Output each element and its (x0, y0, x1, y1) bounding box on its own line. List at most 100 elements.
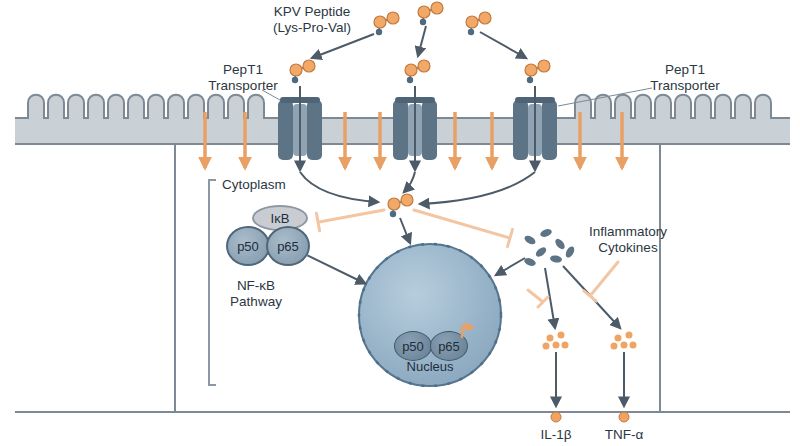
inhibition-line (584, 262, 618, 301)
flow-arrow (534, 86, 536, 170)
cytoplasm-bracket (209, 180, 216, 385)
part-label: PepT1 Transporter (645, 62, 725, 94)
nucleus-circle: Nucleus p50 p65 (358, 243, 502, 387)
peptide-icon (466, 12, 491, 35)
cytokine-dot (630, 342, 637, 349)
microvillus (655, 95, 671, 119)
cytokine-dot (619, 412, 629, 422)
microvillus (575, 95, 591, 119)
peptide-icon (525, 60, 550, 83)
flow-arrow (480, 32, 526, 58)
inhibition-line (528, 290, 548, 307)
microvillus (48, 95, 64, 119)
peptide-icon (290, 60, 315, 83)
connector-arrow (307, 255, 365, 283)
flux-arrow (203, 112, 207, 168)
flux-arrow (343, 112, 347, 168)
region-label: Cytoplasm (222, 177, 312, 193)
cytokine-blob (523, 257, 537, 268)
cytokine-dot (621, 342, 628, 349)
cytokine-blob (549, 255, 562, 264)
microvillus (108, 95, 124, 119)
inhibition-line (316, 210, 384, 231)
cytokine-dot (611, 343, 618, 350)
microvillus (128, 95, 144, 119)
pept1-transporters (278, 97, 557, 160)
flux-arrow (243, 112, 247, 168)
cytokine-cluster (523, 228, 576, 268)
node-text: IκB (271, 211, 290, 226)
flow-arrow (555, 352, 557, 406)
microvillus (735, 95, 751, 119)
inhibition-line (414, 210, 513, 247)
flux-arrow (378, 112, 382, 168)
peptide-icon (418, 2, 443, 25)
microvillus (228, 95, 244, 119)
microvillus (208, 95, 224, 119)
molecule-label: KPV Peptide (Lys-Pro-Val) (262, 4, 362, 36)
microvillus (248, 95, 264, 119)
microvillus (188, 95, 204, 119)
part-label: Inflammatory Cytokines (578, 224, 678, 256)
transcription-arrow (462, 327, 473, 338)
cytokine-dot (626, 332, 633, 339)
protein-circle: p65 (266, 226, 310, 266)
flow-arrow (414, 86, 416, 170)
cytokine-dot (543, 343, 550, 350)
flux-arrow (620, 112, 624, 168)
microvillus (148, 95, 164, 119)
cytokine-dots (543, 332, 637, 423)
flow-arrow (299, 86, 301, 170)
peptide-icon (405, 60, 430, 83)
peptide-icon (388, 194, 413, 217)
cytokine-blob (523, 234, 537, 246)
flow-arrow (300, 172, 378, 202)
protein-circle: p50 (394, 331, 432, 361)
flow-arrow (418, 26, 426, 56)
cell-border (15, 144, 790, 412)
microvillus (168, 95, 184, 119)
cytokine-dot (551, 412, 561, 422)
cytokine-dot (547, 335, 554, 342)
protein-circle: p65 (430, 331, 468, 361)
flow-arrows (300, 26, 624, 406)
microvillus (68, 95, 84, 119)
flux-arrow (578, 112, 582, 168)
cytokine-label: TNF-α (594, 427, 654, 443)
microvillus (715, 95, 731, 119)
part-label: PepT1 Transporter (203, 62, 283, 94)
cytokine-dot (562, 342, 569, 349)
flow-arrow (623, 352, 625, 406)
flow-arrow (404, 172, 415, 192)
microvillus (755, 95, 771, 119)
flux-arrow (453, 112, 457, 168)
protein-circle: p50 (226, 226, 270, 266)
node-text: p50 (237, 239, 259, 254)
cytokine-blob (539, 228, 553, 239)
flow-arrow (496, 258, 525, 275)
cytokine-blob (564, 245, 576, 259)
microvillus (635, 95, 651, 119)
microvillus (88, 95, 104, 119)
node-text: p50 (402, 339, 424, 354)
microvillus (28, 95, 44, 119)
cytokine-dot (615, 335, 622, 342)
flow-arrow (312, 34, 374, 58)
microvillus (695, 95, 711, 119)
peptide-icon (374, 12, 399, 35)
cytokine-label: IL-1β (526, 427, 586, 443)
cytokine-blob (553, 237, 566, 251)
cytokine-dot (553, 342, 560, 349)
flow-arrow (400, 218, 410, 243)
cytokine-blob (534, 245, 548, 258)
microvillus (675, 95, 691, 119)
pathway-label: NF-κB Pathway (220, 278, 292, 310)
leader-line (262, 88, 652, 106)
node-text: p65 (277, 239, 299, 254)
nuclear-pores (359, 244, 501, 386)
node-text: p65 (438, 339, 460, 354)
node-text: Nucleus (360, 359, 500, 374)
flow-arrow (420, 172, 535, 204)
